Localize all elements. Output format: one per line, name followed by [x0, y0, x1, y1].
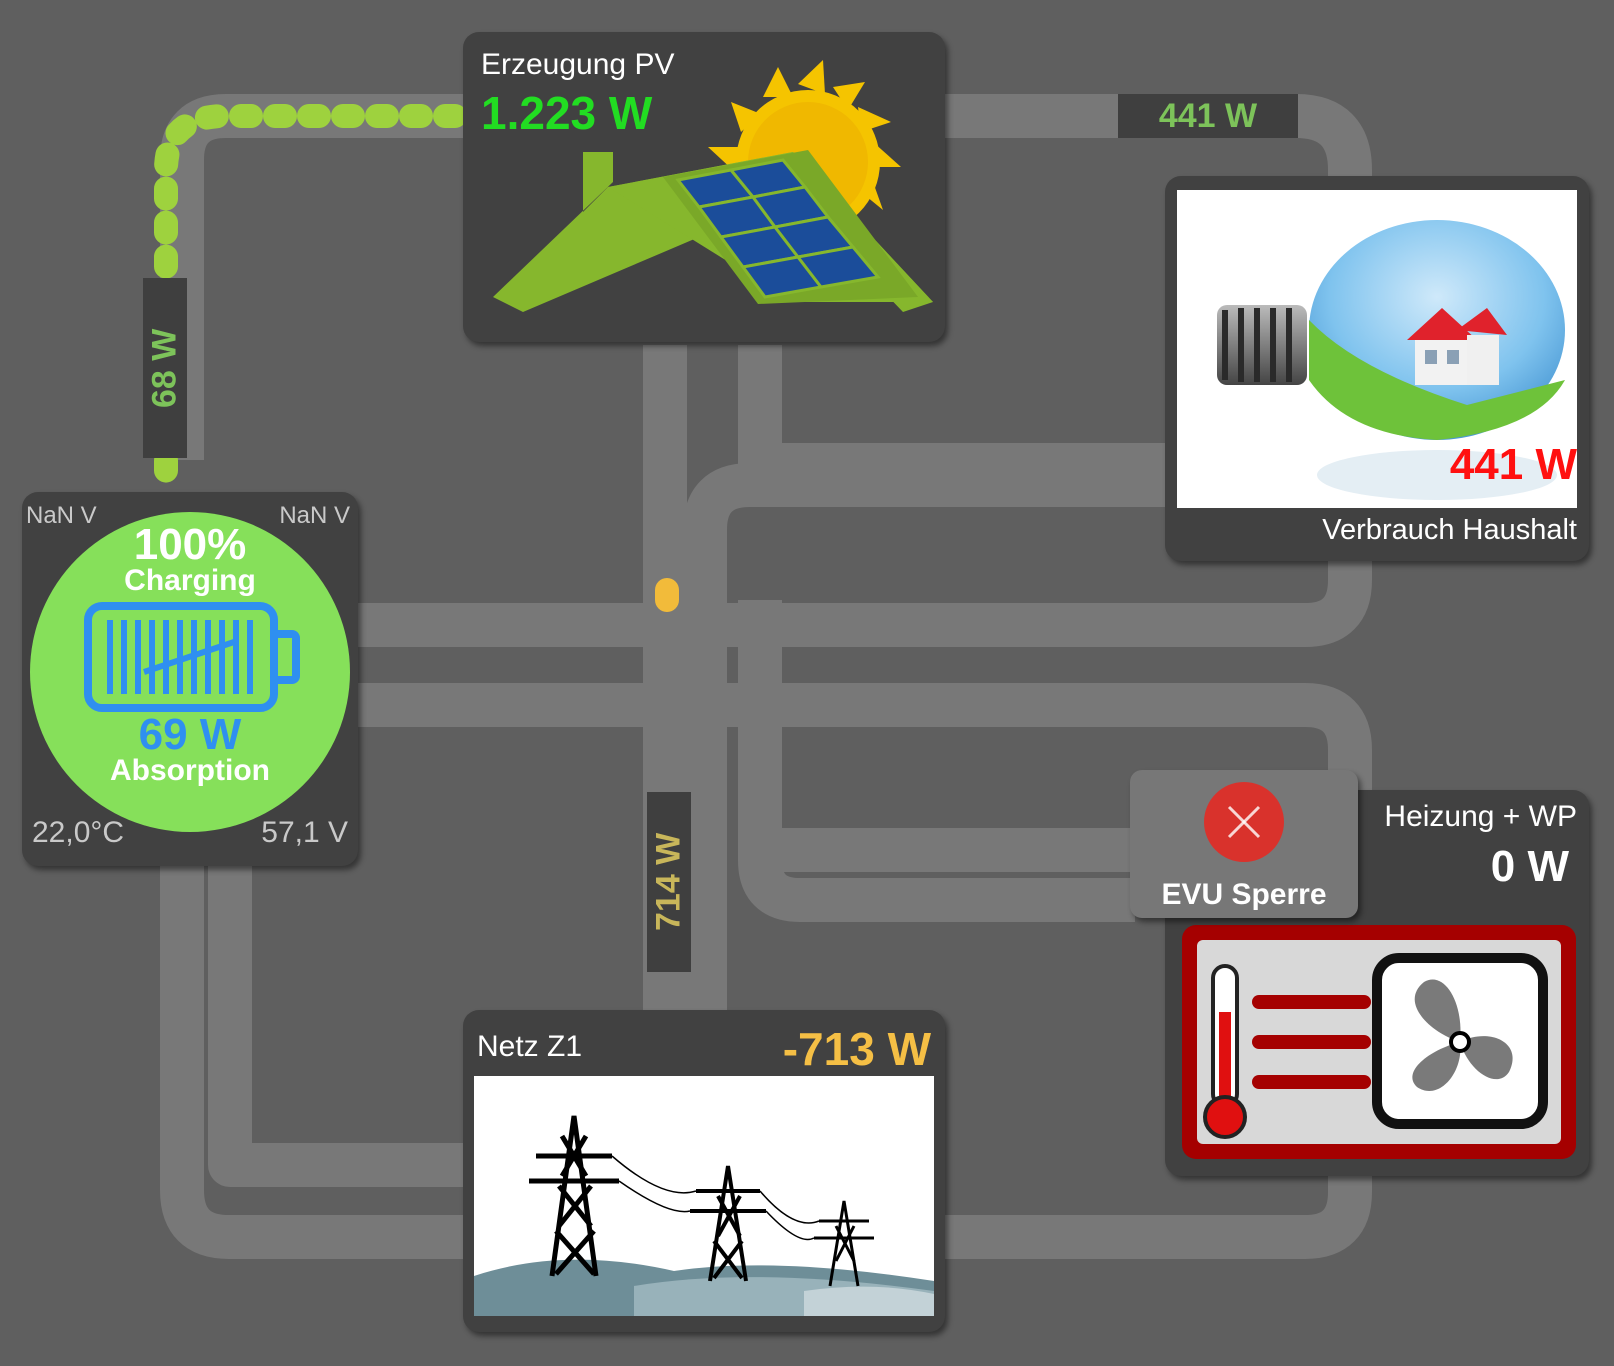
- battery-soc: 100%: [133, 520, 247, 569]
- heating-card[interactable]: Heizung + WP 0 W: [1165, 790, 1589, 1176]
- power-lines-image: [474, 1076, 934, 1316]
- flow-path-inner-low: [738, 625, 1135, 922]
- pylon-large: [529, 1115, 619, 1277]
- evu-lock-card[interactable]: EVU Sperre: [1130, 770, 1358, 918]
- flow-path-outer-bottom: [160, 683, 1372, 1259]
- battery-icon: [84, 602, 300, 712]
- heating-title: Heizung + WP: [1384, 800, 1577, 833]
- grid-card[interactable]: Netz Z1 -713 W: [463, 1010, 945, 1332]
- fan-icon: [1412, 979, 1513, 1091]
- power-wires: [611, 1155, 820, 1241]
- flow-path-inner-top: [738, 345, 1180, 487]
- pv-card[interactable]: Erzeugung PV 1.223 W: [463, 32, 945, 342]
- thermometer-icon: [1203, 964, 1247, 1139]
- battery-voltage-top-right: NaN V: [279, 502, 350, 529]
- pylon-small: [814, 1200, 874, 1287]
- household-power: 441 W: [1449, 440, 1577, 489]
- x-glyph: [1227, 805, 1261, 839]
- close-icon: [1204, 782, 1284, 862]
- battery-power: 69 W: [138, 710, 242, 759]
- flow-path-inner-left: [683, 463, 1180, 1010]
- household-title: Verbrauch Haushalt: [1322, 514, 1577, 546]
- battery-voltage-top-left: NaN V: [26, 502, 97, 529]
- flow-dots-green: [154, 104, 467, 492]
- flow-label-grid: 714 W: [647, 792, 691, 972]
- heating-power: 0 W: [1490, 842, 1569, 891]
- household-card[interactable]: 441 W Verbrauch Haushalt: [1165, 176, 1589, 561]
- pylon-medium: [690, 1165, 766, 1282]
- grid-title: Netz Z1: [477, 1030, 583, 1063]
- flow-path-left-inner: [208, 850, 470, 1187]
- battery-mode: Absorption: [110, 754, 270, 787]
- solar-roof-icon: [493, 60, 933, 312]
- flow-label-pv-battery-value: 68 W: [145, 328, 184, 408]
- flow-dot-amber: [655, 578, 679, 612]
- battery-state: Charging: [124, 564, 256, 597]
- grid-power: -713 W: [782, 1023, 931, 1075]
- battery-card[interactable]: NaN V NaN V 100% Charging 69 W Absorptio…: [22, 492, 358, 866]
- flow-label-pv-household: 441 W: [1118, 94, 1298, 138]
- flow-label-grid-value: 714 W: [649, 832, 688, 932]
- flow-label-pv-household-value: 441 W: [1158, 96, 1258, 135]
- house-icon: [1407, 308, 1507, 385]
- pv-power: 1.223 W: [481, 87, 653, 139]
- pv-title: Erzeugung PV: [481, 48, 675, 81]
- battery-temperature: 22,0°C: [32, 816, 125, 849]
- battery-voltage: 57,1 V: [261, 816, 348, 849]
- flow-label-pv-battery: 68 W: [143, 278, 187, 458]
- lightbulb-house-image: [1177, 190, 1577, 508]
- evu-lock-label: EVU Sperre: [1161, 878, 1327, 911]
- heatpump-icon: [1182, 925, 1576, 1159]
